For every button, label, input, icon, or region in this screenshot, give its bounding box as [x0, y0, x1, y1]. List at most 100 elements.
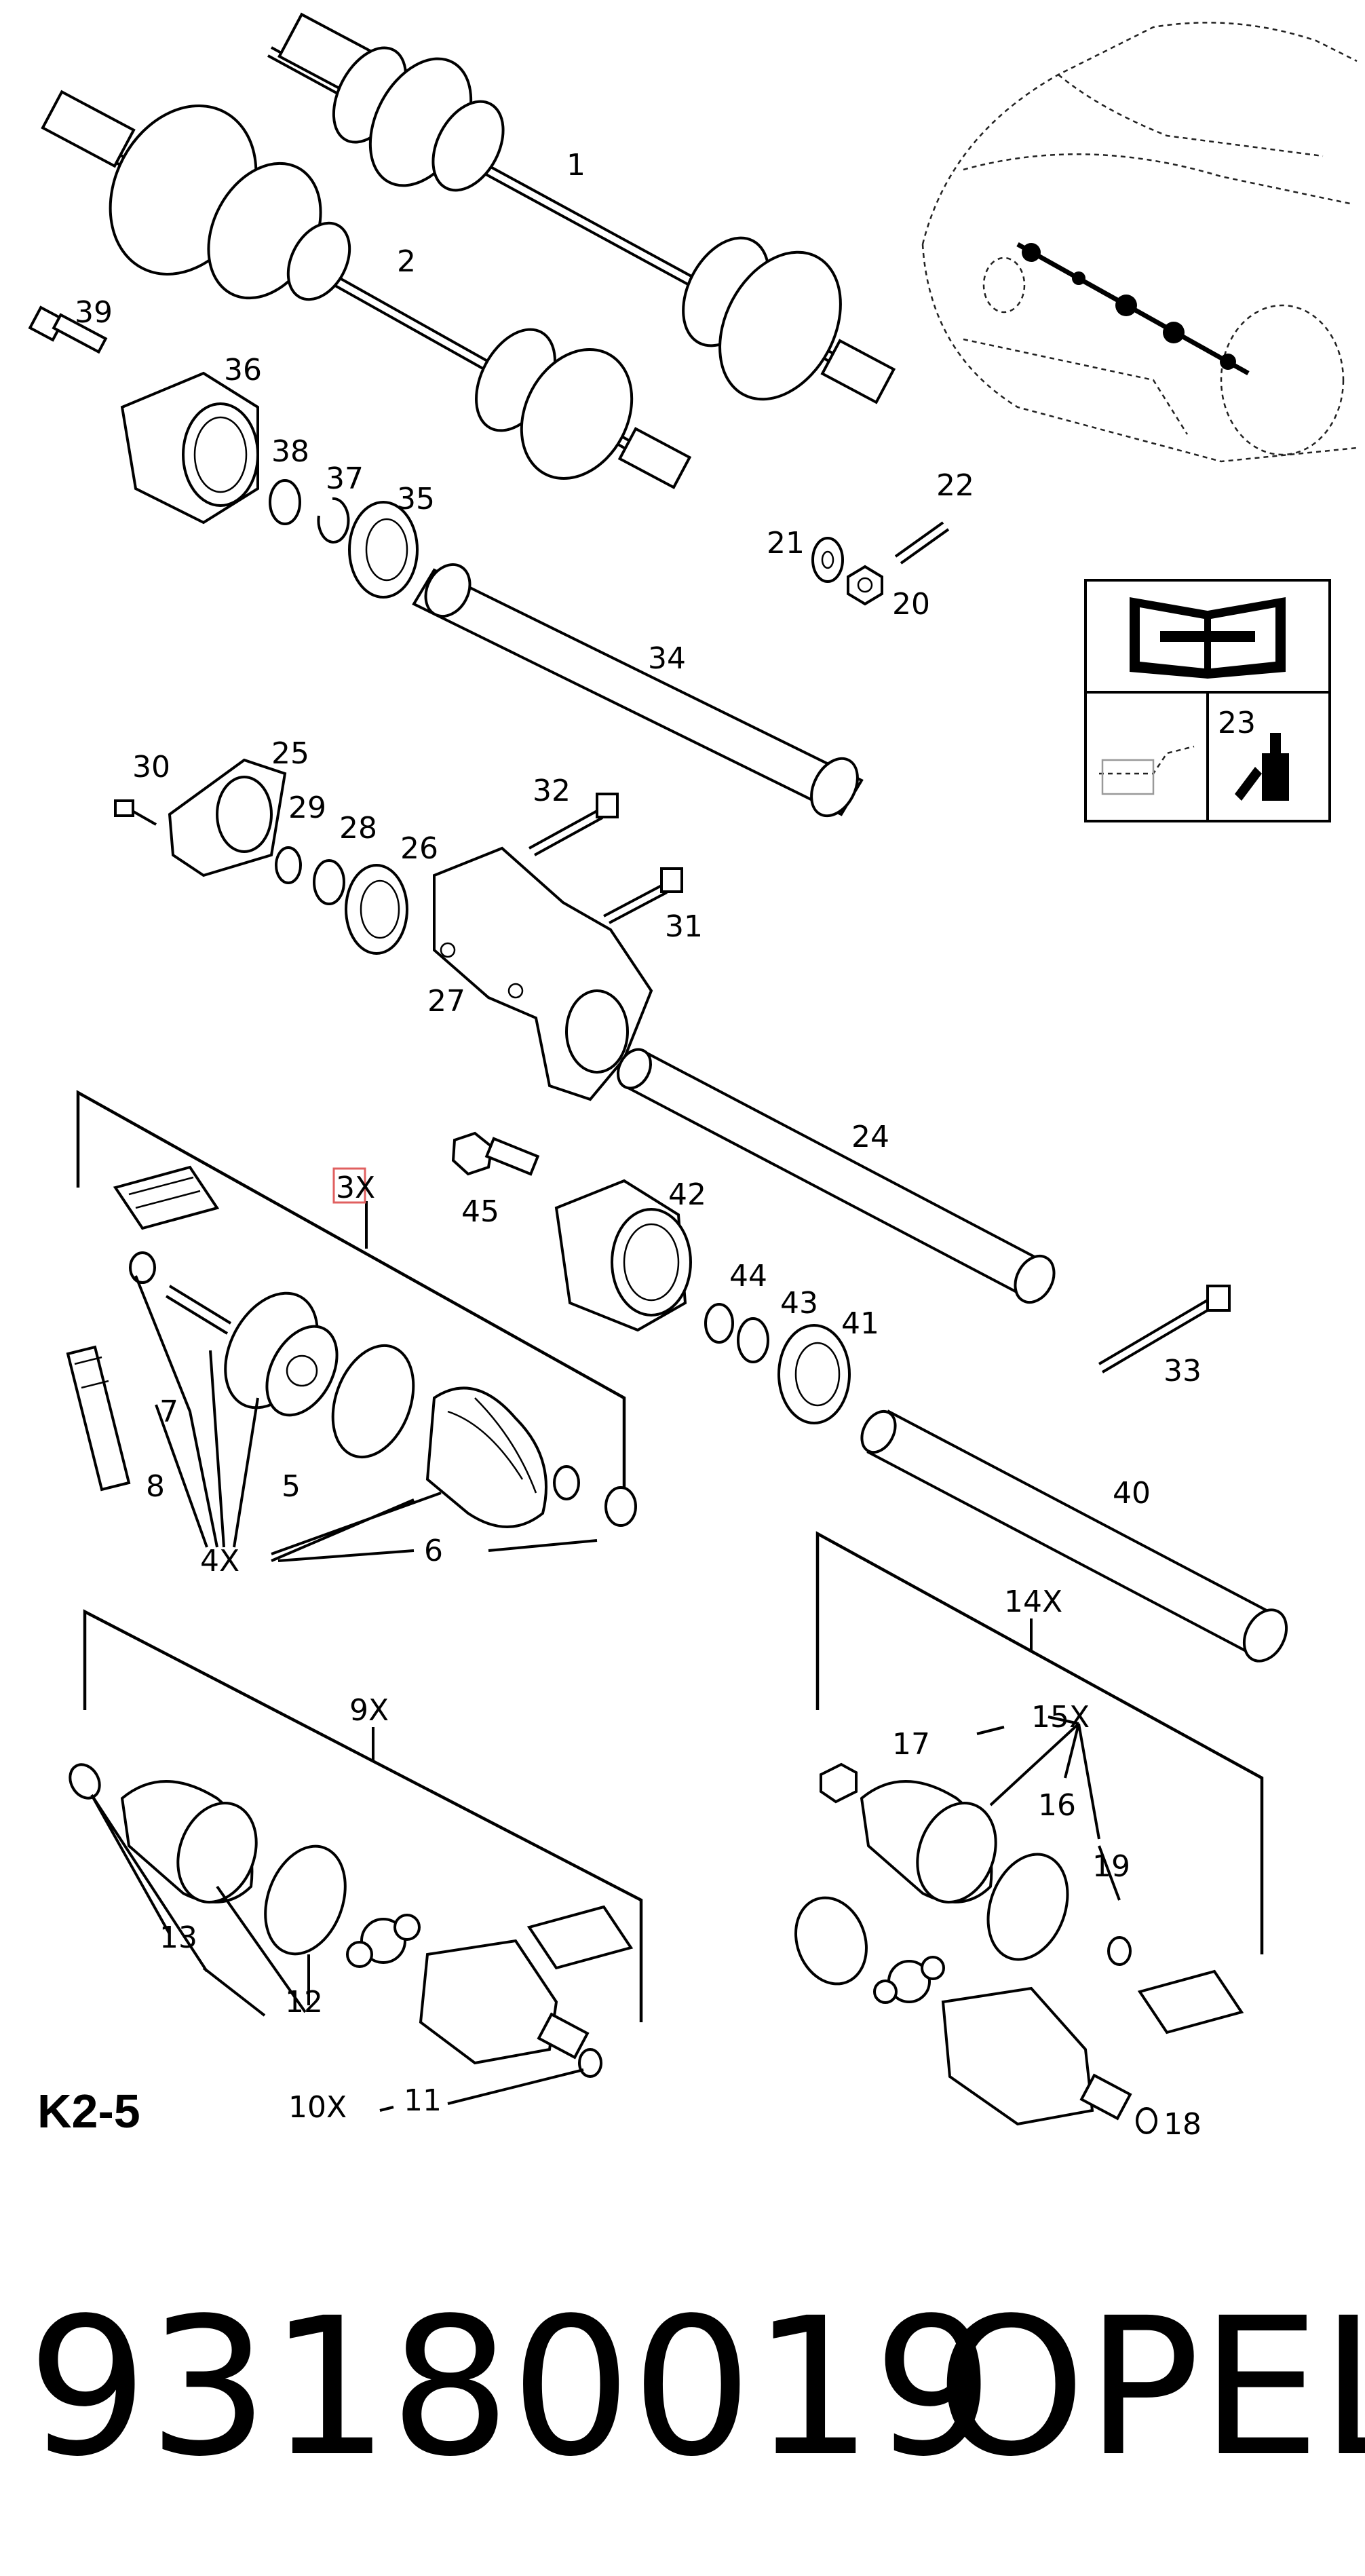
callout-40: 40: [1113, 1476, 1151, 1511]
callout-30: 30: [132, 750, 170, 784]
bolt-45: [451, 1131, 540, 1176]
callout-44: 44: [729, 1259, 767, 1293]
callout-32: 32: [533, 774, 571, 808]
callout-38: 38: [271, 434, 309, 469]
callout-17: 17: [892, 1727, 930, 1762]
callout-28: 28: [339, 811, 377, 846]
ring-11: [578, 2048, 602, 2078]
callout-42: 42: [668, 1177, 706, 1212]
callout-5: 5: [282, 1469, 301, 1504]
callout-9x: 9X: [349, 1693, 389, 1728]
callout-8: 8: [146, 1469, 165, 1504]
callout-39: 39: [75, 295, 113, 330]
intermediate-shaft-40: [860, 1409, 1288, 1663]
boot-6: [425, 1386, 637, 1528]
bracket-36: [120, 371, 259, 525]
cotter-pin-22: [894, 521, 950, 565]
section-14x: [794, 1531, 1264, 2134]
section-code: K2-5: [37, 2085, 140, 2138]
bolt-32: [528, 793, 619, 856]
bolt-39: [28, 305, 108, 354]
callout-11: 11: [404, 2083, 442, 2118]
callout-18: 18: [1164, 2107, 1201, 2142]
callout-29: 29: [288, 791, 326, 825]
section-9x: [69, 1609, 643, 2112]
car-front-icon: [921, 22, 1358, 463]
callout-12: 12: [285, 1985, 323, 2020]
nut-20: [847, 565, 883, 606]
callout-6: 6: [424, 1534, 443, 1568]
callout-35: 35: [397, 482, 435, 516]
outer-cv-joint: [165, 1285, 339, 1417]
circlip-37: [317, 497, 350, 544]
bracket-42: [554, 1179, 692, 1332]
clamp-small: [69, 1763, 101, 1800]
clamp-17: [820, 1762, 858, 1804]
callout-21: 21: [767, 526, 805, 561]
callout-16: 16: [1038, 1788, 1076, 1823]
callout-14x: 14X: [1004, 1585, 1062, 1619]
callout-13: 13: [159, 1920, 197, 1955]
grease-packet-icon-3: [1137, 1969, 1244, 2034]
boot-15: [860, 1780, 997, 1903]
clamp-open: [794, 1896, 868, 1986]
oil-can-icon: [1099, 745, 1195, 795]
callout-22: 22: [936, 468, 974, 503]
callout-2: 2: [397, 244, 416, 279]
callout-labels: 1 2 39 36 38 37 35 22 21 20 34 23 30 25 …: [75, 148, 1256, 2142]
intermediate-shaft-24: [617, 1048, 1056, 1304]
callout-34: 34: [648, 641, 686, 676]
callout-3x: 3X: [336, 1171, 375, 1205]
callout-19: 19: [1092, 1849, 1130, 1884]
callout-15x: 15X: [1031, 1700, 1090, 1735]
callout-10x: 10X: [288, 2090, 347, 2125]
bearing-26: [345, 864, 408, 955]
callout-7: 7: [159, 1395, 178, 1429]
ring-7: [129, 1251, 156, 1284]
bolt-30: [114, 799, 157, 826]
drive-shaft-2: [41, 90, 692, 489]
section-3x: [66, 1090, 637, 1562]
part-number: 93180019: [27, 2277, 994, 2499]
bearing-35: [348, 501, 419, 599]
callout-25: 25: [271, 736, 309, 771]
clamp-16: [986, 1853, 1069, 1961]
clamp-5: [331, 1344, 415, 1459]
callout-26: 26: [400, 831, 438, 866]
tripod-joint-2: [873, 1956, 945, 2004]
clamp-12: [264, 1844, 347, 1956]
boot-13: [120, 1780, 258, 1903]
support-bracket-27: [433, 846, 653, 1101]
grease-packet-icon-2: [526, 1905, 634, 1970]
callout-27: 27: [427, 984, 465, 1019]
callout-20: 20: [892, 587, 930, 622]
callout-4x: 4X: [200, 1544, 239, 1578]
callout-33: 33: [1164, 1354, 1201, 1388]
callout-23: 23: [1218, 706, 1256, 740]
ring-43: [737, 1317, 769, 1363]
flange-25: [168, 758, 287, 877]
intermediate-shaft-34: [412, 563, 864, 818]
manual-book-icon: [1130, 597, 1286, 679]
bolt-33: [1098, 1285, 1231, 1374]
brand-name: OPEL: [936, 2277, 1365, 2499]
callout-24: 24: [851, 1120, 889, 1154]
service-info-box: [1084, 579, 1331, 822]
ring-19: [1107, 1936, 1132, 1966]
tube-8: [66, 1345, 131, 1492]
callout-1: 1: [566, 148, 585, 183]
ring-28: [313, 859, 345, 905]
callout-41: 41: [841, 1306, 879, 1341]
grease-tube-icon: [1235, 733, 1289, 801]
callout-36: 36: [224, 353, 262, 387]
callout-31: 31: [665, 909, 703, 944]
grease-packet-icon: [113, 1165, 220, 1230]
ring-38: [269, 479, 301, 525]
callout-45: 45: [461, 1194, 499, 1229]
callout-37: 37: [326, 461, 364, 496]
ring-18: [1136, 2107, 1157, 2134]
bolt-31: [603, 867, 683, 924]
ring-29: [275, 846, 302, 884]
washer-21: [811, 537, 844, 583]
